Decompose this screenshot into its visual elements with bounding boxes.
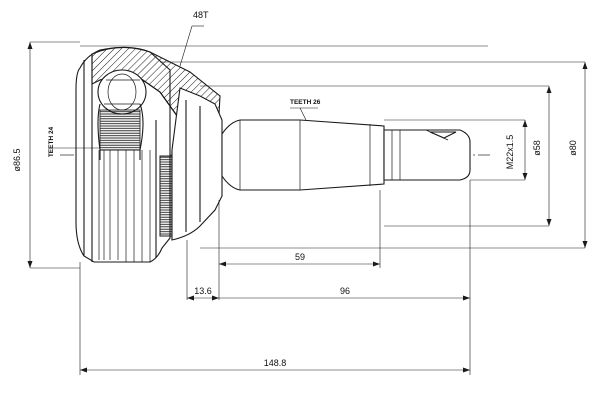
- dim-spline-length: 59: [295, 252, 305, 262]
- spline-inner-label: TEETH 24: [48, 126, 55, 157]
- dim-thread: M22x1.5: [505, 135, 515, 170]
- dim-overall-length: 148.8: [264, 358, 287, 368]
- dim-shaft-length: 96: [340, 286, 350, 296]
- spline-outer-label: TEETH 26: [290, 99, 321, 106]
- inner-race: [97, 69, 147, 160]
- housing-neck: [171, 87, 223, 241]
- dim-max-diameter: ø80: [568, 140, 578, 156]
- ring-teeth-label: 48T: [193, 10, 209, 20]
- dim-shaft-diameter: ø58: [532, 140, 542, 156]
- shaft: [221, 119, 385, 191]
- dim-outer-diameter: ø86.5: [12, 148, 22, 171]
- threaded-end: [383, 129, 471, 181]
- dim-offset: 13.6: [194, 286, 212, 296]
- abs-ring: [159, 150, 173, 240]
